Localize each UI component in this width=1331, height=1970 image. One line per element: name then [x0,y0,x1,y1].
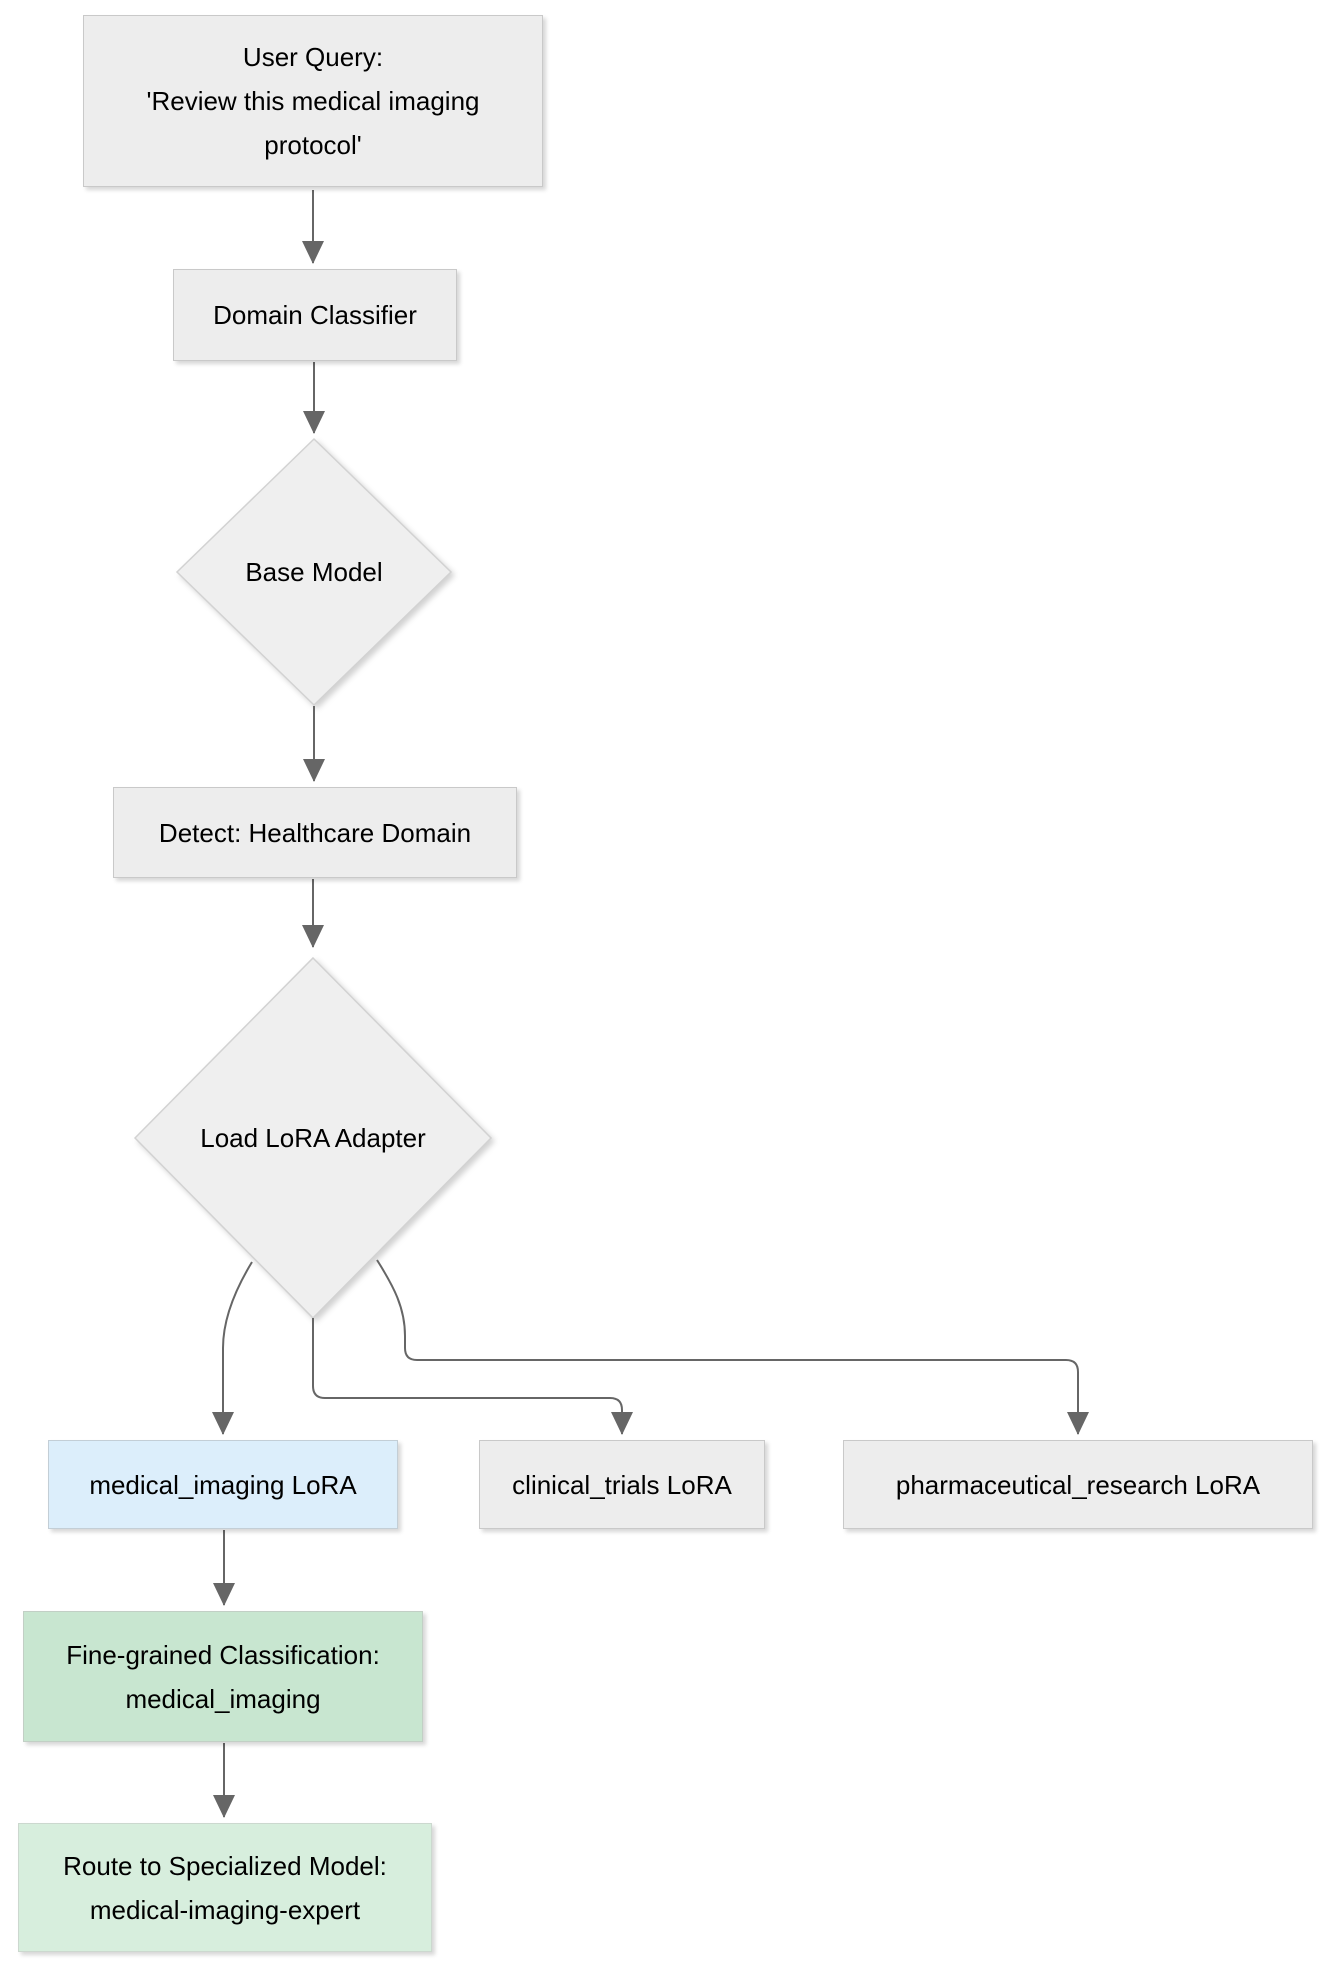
node-user-query-line1: User Query: [242,42,384,72]
node-domain-classifier: Domain Classifier [173,269,457,361]
node-medical-imaging-lora-label: medical_imaging LoRA [89,1469,357,1500]
node-domain-classifier-label: Domain Classifier [213,300,417,330]
node-base-model-label: Base Model [177,542,451,602]
node-clinical-trials-lora-label: clinical_trials LoRA [512,1469,732,1500]
load-lora-text: Load LoRA Adapter [200,1123,426,1153]
node-route-specialized-model: Route to Specialized Model: medical-imag… [18,1823,432,1952]
node-fine-grained-line2: medical_imaging [125,1683,321,1714]
node-user-query-line3: protocol' [264,130,362,160]
node-detect-label: Detect: Healthcare Domain [158,817,472,848]
edge-loadlora-to-clinicallora [312,1318,633,1435]
node-load-lora-adapter-label: Load LoRA Adapter [135,1108,491,1168]
node-clinical-trials-lora: clinical_trials LoRA [479,1440,765,1529]
node-route-line1: Route to Specialized Model: [63,1850,387,1881]
node-detect-healthcare-domain: Detect: Healthcare Domain [113,787,517,878]
node-fine-grained-classification: Fine-grained Classification: medical_ima… [23,1611,423,1742]
node-user-query-line2: 'Review this medical imaging [146,86,480,116]
base-model-text: Base Model [245,557,383,587]
node-medical-imaging-lora: medical_imaging LoRA [48,1440,398,1529]
node-fine-grained-line1: Fine-grained Classification: [66,1639,380,1670]
node-route-line2: medical-imaging-expert [89,1894,361,1925]
edge-loadlora-to-pharmalora [376,1259,1089,1435]
node-pharmaceutical-research-lora: pharmaceutical_research LoRA [843,1440,1313,1529]
base-model-diamond-shape [175,437,453,707]
edge-loadlora-to-medicallora [212,1261,253,1435]
node-pharmaceutical-research-lora-label: pharmaceutical_research LoRA [895,1469,1261,1500]
node-user-query: User Query: 'Review this medical imaging… [83,15,543,187]
